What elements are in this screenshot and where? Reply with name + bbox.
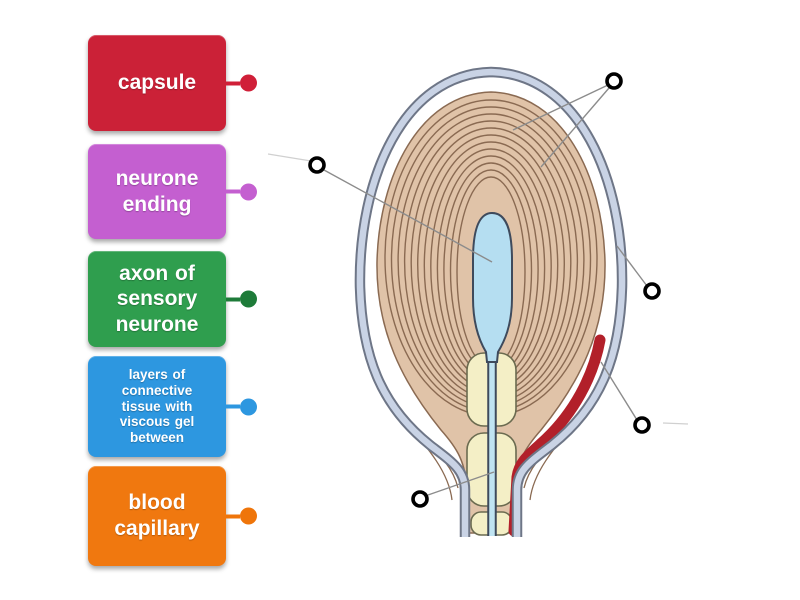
target-right-upper[interactable] xyxy=(643,282,661,300)
label-axon-text: axon of sensory neurone xyxy=(115,261,199,336)
target-upper-left[interactable] xyxy=(308,156,326,174)
label-neurone-ending-text: neurone ending xyxy=(115,166,199,216)
label-axon-of-sensory-neurone[interactable]: axon of sensory neurone xyxy=(88,251,257,347)
label-blood-capillary-text: blood capillary xyxy=(114,491,200,540)
leader-lines xyxy=(323,84,648,496)
pin-knob-icon xyxy=(240,74,257,92)
pin-axon xyxy=(226,290,257,308)
target-bottom-left[interactable] xyxy=(411,490,429,508)
label-capsule[interactable]: capsule xyxy=(88,35,257,131)
target-top-right[interactable] xyxy=(605,72,623,90)
pin-rod xyxy=(226,514,240,518)
pin-rod xyxy=(226,404,240,409)
pin-knob-icon xyxy=(240,183,257,200)
labels-panel: capsule neurone ending axon of sensory n… xyxy=(0,0,280,600)
pin-rod xyxy=(226,297,240,301)
faint-lines xyxy=(267,153,689,425)
label-blood-capillary[interactable]: blood capillary xyxy=(88,466,257,566)
pin-knob-icon xyxy=(240,507,257,525)
leader-top-right-b xyxy=(540,87,610,168)
label-connective-tissue-text: layers of connective tissue with viscous… xyxy=(119,366,195,446)
pin-knob-icon xyxy=(240,290,257,308)
label-connective-tissue-layers[interactable]: layers of connective tissue with viscous… xyxy=(88,356,257,457)
label-neurone-ending[interactable]: neurone ending xyxy=(88,144,257,239)
label-capsule-text: capsule xyxy=(117,71,197,95)
leader-right-upper xyxy=(616,245,648,287)
answer-targets xyxy=(308,72,661,508)
leader-top-right-a xyxy=(512,84,609,131)
target-right-lower[interactable] xyxy=(633,416,651,434)
pin-rod xyxy=(226,189,240,194)
pin-neurone-ending xyxy=(226,183,257,200)
neurone-ending-core xyxy=(472,211,513,363)
leader-right-lower xyxy=(600,361,638,421)
pin-connective-tissue xyxy=(226,398,257,415)
pin-blood-capillary xyxy=(226,507,257,525)
pin-rod xyxy=(226,81,240,85)
leader-upper-left xyxy=(323,169,493,263)
pin-capsule xyxy=(226,74,257,92)
capsule-band xyxy=(354,66,628,537)
leader-bottom-left xyxy=(427,471,495,496)
pin-knob-icon xyxy=(240,398,257,415)
